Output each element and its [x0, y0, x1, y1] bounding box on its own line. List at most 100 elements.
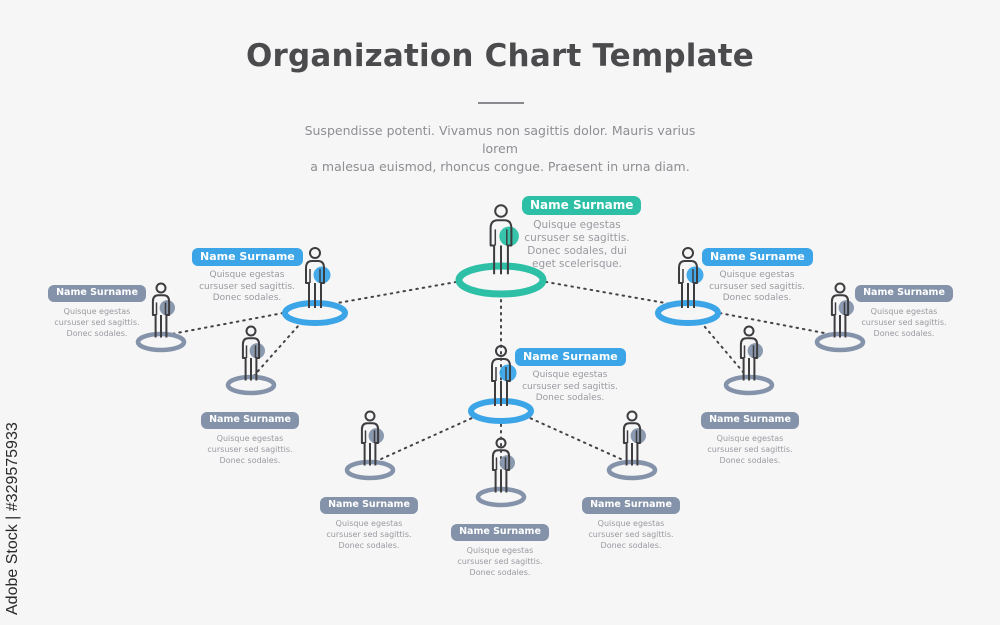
description-line: Quisque egestas [216, 433, 284, 443]
description-bottom-center: Quisque egestas cursuser sed sagittis. D… [450, 545, 550, 578]
person-node-left-lower [225, 325, 277, 396]
card-left-outer: Name Surname Quisque egestas cursuser se… [47, 280, 147, 339]
accent-dot [630, 428, 646, 444]
name-badge-bottom-right: Name Surname [582, 497, 680, 514]
description-line: cursuser sed sagittis. [861, 317, 947, 327]
name-badge-left-lower: Name Surname [201, 412, 299, 429]
title-divider [478, 102, 524, 104]
description-right-lower: Quisque egestas cursuser sed sagittis. D… [700, 433, 800, 466]
description-line: Quisque egestas [719, 270, 795, 280]
accent-dot [499, 226, 519, 247]
head-shape [155, 282, 167, 294]
accent-dot [747, 343, 763, 359]
connector-center-manager-bottom-right [500, 404, 633, 465]
description-line: cursuser se sagittis. [524, 232, 630, 244]
head-shape [495, 437, 507, 449]
body-shape [360, 422, 380, 466]
description-line: Donec sodales. [212, 293, 282, 303]
card-right-outer: Name Surname Quisque egestas cursuser se… [854, 280, 954, 339]
description-line: Quisque egestas [335, 518, 403, 528]
person-node-bottom-right [606, 410, 658, 481]
description-line: Donec sodales. [722, 293, 792, 303]
description-line: Quisque egestas [63, 306, 131, 316]
page-subtitle: Suspendisse potenti. Vivamus non sagitti… [290, 122, 710, 176]
description-line: cursuser sed sagittis. [54, 317, 140, 327]
head-shape [245, 325, 257, 337]
head-shape [494, 204, 508, 218]
head-shape [682, 247, 694, 259]
description-ceo: Quisque egestas cursuser se sagittis. Do… [522, 219, 632, 271]
person-node-right-outer [814, 282, 866, 353]
description-line: Quisque egestas [597, 518, 665, 528]
description-line: cursuser sed sagittis. [707, 444, 793, 454]
connector-left-manager-left-lower [250, 306, 316, 380]
person-node-center-manager [468, 345, 534, 424]
description-bottom-left: Quisque egestas cursuser sed sagittis. D… [319, 518, 419, 551]
body-shape [491, 358, 511, 406]
description-line: eget scelerisque. [532, 258, 622, 270]
person-icon [491, 345, 517, 406]
head-shape [626, 410, 638, 422]
person-icon [830, 282, 854, 338]
card-left-manager: Name Surname Quisque egestas cursuser se… [192, 245, 303, 305]
head-shape [743, 325, 755, 337]
description-line: Quisque egestas [870, 306, 938, 316]
description-bottom-right: Quisque egestas cursuser sed sagittis. D… [581, 518, 681, 551]
description-line: Quisque egestas [532, 370, 608, 380]
name-badge-bottom-center: Name Surname [451, 524, 549, 541]
body-shape [739, 337, 759, 381]
description-left-lower: Quisque egestas cursuser sed sagittis. D… [200, 433, 300, 466]
body-shape [151, 294, 171, 338]
card-bottom-left: Name Surname Quisque egestas cursuser se… [319, 492, 419, 551]
person-icon [241, 325, 265, 381]
description-line: Quisque egestas [533, 219, 621, 231]
person-node-ceo [455, 204, 547, 298]
connector-right-manager-right-lower [687, 306, 750, 380]
person-icon [678, 247, 704, 308]
accent-dot [499, 455, 515, 471]
person-icon [305, 247, 331, 308]
body-shape [241, 337, 261, 381]
person-icon [489, 204, 519, 275]
body-shape [622, 422, 642, 466]
person-icon [622, 410, 646, 466]
description-line: Donec sodales. [535, 393, 605, 403]
description-line: Donec sodales. [66, 328, 128, 338]
description-line: Donec sodales, dui [527, 245, 627, 257]
accent-dot [313, 266, 331, 284]
description-center-manager: Quisque egestas cursuser sed sagittis. D… [515, 370, 625, 405]
head-shape [309, 247, 321, 259]
description-left-outer: Quisque egestas cursuser sed sagittis. D… [47, 306, 147, 339]
body-shape [491, 449, 511, 493]
accent-dot [499, 364, 517, 382]
description-line: Donec sodales. [600, 540, 662, 550]
body-shape [830, 294, 850, 338]
description-line: cursuser sed sagittis. [199, 281, 295, 292]
description-line: cursuser sed sagittis. [207, 444, 293, 454]
description-line: Donec sodales. [219, 455, 281, 465]
card-ceo: Name Surname Quisque egestas cursuser se… [522, 194, 642, 271]
person-icon [739, 325, 763, 381]
accent-dot [838, 300, 854, 316]
page-title: Organization Chart Template [246, 38, 754, 74]
description-right-outer: Quisque egestas cursuser sed sagittis. D… [854, 306, 954, 339]
accent-dot [249, 343, 265, 359]
accent-dot [686, 266, 704, 284]
person-node-right-lower [723, 325, 775, 396]
connector-center-manager-bottom-left [369, 404, 502, 465]
description-line: Quisque egestas [209, 270, 285, 280]
accent-dot [368, 428, 384, 444]
person-icon [491, 437, 515, 493]
body-shape [489, 219, 513, 275]
description-line: cursuser sed sagittis. [326, 529, 412, 539]
head-shape [495, 345, 507, 357]
description-line: Donec sodales. [719, 455, 781, 465]
head-shape [834, 282, 846, 294]
description-line: cursuser sed sagittis. [588, 529, 674, 539]
name-badge-ceo: Name Surname [522, 196, 642, 215]
description-left-manager: Quisque egestas cursuser sed sagittis. D… [192, 270, 302, 305]
person-icon [151, 282, 175, 338]
person-node-bottom-left [344, 410, 396, 481]
description-line: Quisque egestas [716, 433, 784, 443]
